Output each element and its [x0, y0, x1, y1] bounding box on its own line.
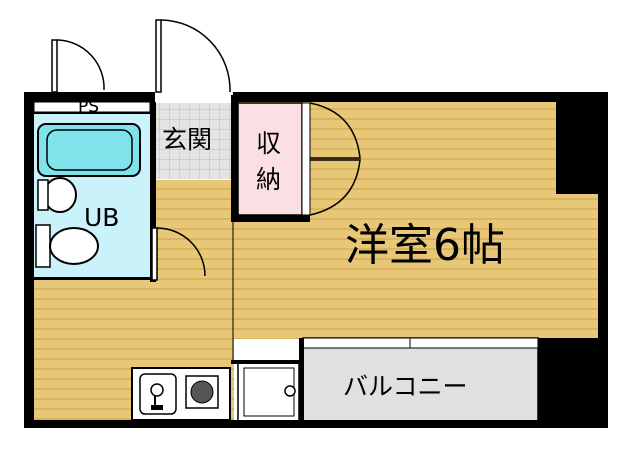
bath-sink — [43, 177, 77, 213]
room-label-genkan: 玄関 — [162, 125, 212, 154]
room-label-balcony: バルコニー — [343, 372, 468, 401]
bathtub — [37, 123, 141, 177]
ps-strip: PS — [33, 97, 151, 117]
toilet — [49, 227, 99, 265]
unit-bath: UB — [34, 113, 152, 280]
washer-drain — [284, 385, 296, 397]
room-label-youshitsu: 洋室6帖 — [345, 220, 505, 271]
kitchen-sink — [139, 373, 177, 415]
doors — [51, 19, 361, 360]
storage-closet: 収 納 — [237, 102, 311, 216]
room-label-ps: PS — [78, 97, 99, 117]
walls — [24, 92, 608, 428]
balcony: バルコニー — [302, 337, 539, 423]
kitchen — [131, 367, 231, 421]
washer-area — [237, 362, 300, 423]
room-label-ub: UB — [84, 203, 119, 232]
room-label-shuno-2: 納 — [256, 165, 281, 194]
genkan-floor — [156, 103, 231, 179]
room-label-shuno-1: 収 — [256, 129, 281, 158]
